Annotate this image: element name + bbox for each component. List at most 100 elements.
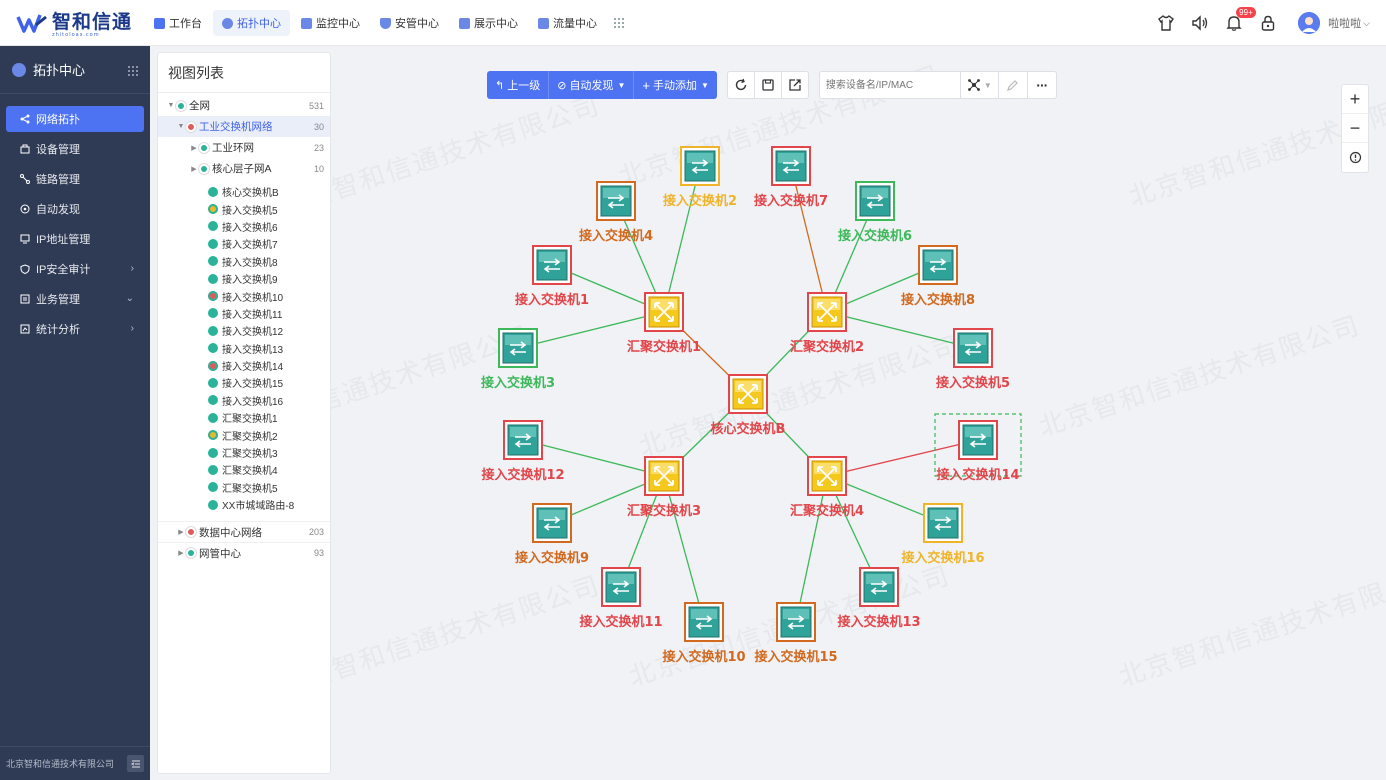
topology-node-a16[interactable]: 接入交换机16 <box>901 503 985 566</box>
caret-right-icon[interactable]: ▶ <box>191 144 197 152</box>
sidebar-item-auto-discovery[interactable]: 自动发现 <box>6 196 144 222</box>
topology-node-agg1[interactable]: 汇聚交换机1 <box>627 292 701 355</box>
topology-link[interactable] <box>663 165 701 313</box>
tree-leaf-item[interactable]: 接入交换机9 <box>158 270 330 287</box>
topology-node-a9[interactable]: 接入交换机9 <box>515 503 589 566</box>
topology-node-a13[interactable]: 接入交换机13 <box>837 567 921 630</box>
tree-leaf-item[interactable]: 接入交换机6 <box>158 218 330 235</box>
tree-leaf-item[interactable]: 汇聚交换机1 <box>158 409 330 426</box>
search-input[interactable] <box>818 71 961 99</box>
chevron-down-icon[interactable]: ⌵ <box>1363 17 1370 28</box>
topology-link[interactable] <box>517 311 665 349</box>
topology-link[interactable] <box>522 439 665 477</box>
topology-node-a7[interactable]: 接入交换机7 <box>754 146 828 209</box>
caret-right-icon[interactable]: ▶ <box>178 550 184 558</box>
topology-link[interactable] <box>795 475 828 623</box>
caret-right-icon[interactable]: ▶ <box>191 165 197 173</box>
topology-link[interactable] <box>826 439 979 477</box>
manual-add-button[interactable]: +手动添加▼ <box>634 71 717 99</box>
topology-node-a6[interactable]: 接入交换机6 <box>838 181 912 244</box>
tree-leaf-item[interactable]: 接入交换机15 <box>158 374 330 391</box>
topology-node-agg3[interactable]: 汇聚交换机3 <box>627 456 701 519</box>
topology-node-a14[interactable]: 接入交换机14 <box>934 413 1022 483</box>
tree-leaf-item[interactable]: 接入交换机10 <box>158 287 330 304</box>
tree-leaf-item[interactable]: 接入交换机13 <box>158 340 330 357</box>
nav-workbench[interactable]: 工作台 <box>145 10 211 36</box>
lock-icon[interactable] <box>1258 13 1278 33</box>
sidebar-item-statistics[interactable]: 统计分析› <box>6 316 144 342</box>
tree-node-industrial-switch-network[interactable]: ▼ 工业交换机网络 30 <box>158 116 330 137</box>
bell-icon[interactable]: 99+ <box>1224 7 1256 33</box>
go-up-button[interactable]: ↰上一级 <box>487 71 550 99</box>
topology-node-a5[interactable]: 接入交换机5 <box>936 328 1010 391</box>
topology-canvas[interactable]: 北京智和信通技术有限公司 北京智和信通技术有限公司 北京智和信通技术有限公司 北… <box>331 46 1386 780</box>
tree-leaf-item[interactable]: 接入交换机14 <box>158 357 330 374</box>
nav-traffic-center[interactable]: 流量中心 <box>529 10 606 36</box>
nav-display-center[interactable]: 展示中心 <box>450 10 527 36</box>
refresh-button[interactable] <box>726 71 755 99</box>
caret-right-icon[interactable]: ▶ <box>178 529 184 537</box>
tree-leaf-item[interactable]: 汇聚交换机4 <box>158 461 330 478</box>
topology-node-a1[interactable]: 接入交换机1 <box>515 245 589 308</box>
topology-node-a8[interactable]: 接入交换机8 <box>901 245 975 308</box>
topology-node-a12[interactable]: 接入交换机12 <box>481 420 565 483</box>
topology-node-agg4[interactable]: 汇聚交换机4 <box>790 456 864 519</box>
tree-leaf-item[interactable]: XX市城域路由-8 <box>158 496 330 513</box>
tree-leaf-item[interactable]: 接入交换机11 <box>158 305 330 322</box>
topology-node-a4[interactable]: 接入交换机4 <box>579 181 653 244</box>
topology-node-a11[interactable]: 接入交换机11 <box>579 567 663 630</box>
more-apps-icon[interactable] <box>614 18 624 28</box>
topology-node-a3[interactable]: 接入交换机3 <box>481 328 555 391</box>
avatar[interactable] <box>1298 12 1321 34</box>
sidebar-item-device-management[interactable]: 设备管理 <box>6 136 144 162</box>
caret-down-icon[interactable]: ▼ <box>177 123 185 130</box>
edit-button[interactable] <box>997 71 1028 99</box>
topology-node-a10[interactable]: 接入交换机10 <box>662 602 746 665</box>
sidebar-item-ip-management[interactable]: IP地址管理 <box>6 226 144 252</box>
zoom-out-button[interactable]: − <box>1342 114 1368 143</box>
nav-topology-center[interactable]: 拓扑中心 <box>213 10 290 36</box>
tree-leaf-item[interactable]: 接入交换机16 <box>158 392 330 409</box>
export-button[interactable] <box>780 71 809 99</box>
nav-monitor-center[interactable]: 监控中心 <box>292 10 369 36</box>
topology-node-a2[interactable]: 接入交换机2 <box>663 146 737 209</box>
tree-leaf-item[interactable]: 汇聚交换机2 <box>158 426 330 443</box>
topology-node-core[interactable]: 核心交换机B <box>711 374 786 437</box>
tree-node-core-subnet-a[interactable]: ▶ 核心层子网A 10 <box>158 158 330 179</box>
fit-view-button[interactable] <box>1342 143 1368 172</box>
auto-discover-button[interactable]: ⊘自动发现▼ <box>549 71 635 99</box>
speaker-icon[interactable] <box>1190 13 1210 33</box>
tree-leaf-item[interactable]: 接入交换机12 <box>158 322 330 339</box>
tree-leaf-item[interactable]: 汇聚交换机5 <box>158 479 330 496</box>
sidebar-item-link-management[interactable]: 链路管理 <box>6 166 144 192</box>
tree-node-all[interactable]: ▼ 全网 531 <box>158 95 330 116</box>
tree-node-industrial-ring[interactable]: ▶ 工业环网 23 <box>158 137 330 158</box>
sidebar-item-network-topology[interactable]: 网络拓扑 <box>6 106 144 132</box>
tree-leaf-item[interactable]: 接入交换机7 <box>158 235 330 252</box>
tshirt-icon[interactable] <box>1156 13 1176 33</box>
apps-grid-icon[interactable] <box>128 66 138 76</box>
more-button[interactable]: ··· <box>1026 71 1057 99</box>
topology-node-agg2[interactable]: 汇聚交换机2 <box>790 292 864 355</box>
logo[interactable]: 智和信通 zhitoloas.com <box>16 10 132 38</box>
tree-leaf-item[interactable]: 接入交换机8 <box>158 253 330 270</box>
layout-button[interactable]: ▼ <box>959 71 999 99</box>
zoom-in-button[interactable]: + <box>1342 85 1368 114</box>
sidebar-item-business-management[interactable]: 业务管理⌄ <box>6 286 144 312</box>
topology-link[interactable] <box>663 475 705 623</box>
tree-leaf-item[interactable]: 汇聚交换机3 <box>158 444 330 461</box>
user-name[interactable]: 啦啦啦 <box>1328 18 1362 30</box>
topology-node-a15[interactable]: 接入交换机15 <box>754 602 838 665</box>
tree-leaf-item[interactable]: 核心交换机B <box>158 183 330 200</box>
sidebar-item-ip-security-audit[interactable]: IP安全审计› <box>6 256 144 282</box>
topology-link[interactable] <box>826 311 974 349</box>
nav-security-center[interactable]: 安管中心 <box>371 10 448 36</box>
collapse-sidebar-icon[interactable] <box>127 755 144 772</box>
tree-leaf-item[interactable]: 接入交换机5 <box>158 200 330 217</box>
tree-node-nms-center[interactable]: ▶ 网管中心 93 <box>158 542 330 563</box>
caret-down-icon[interactable]: ▼ <box>167 102 175 109</box>
tree-node-datacenter-network[interactable]: ▶ 数据中心网络 203 <box>158 521 330 542</box>
save-button[interactable] <box>753 71 782 99</box>
topology-link[interactable] <box>790 165 828 313</box>
